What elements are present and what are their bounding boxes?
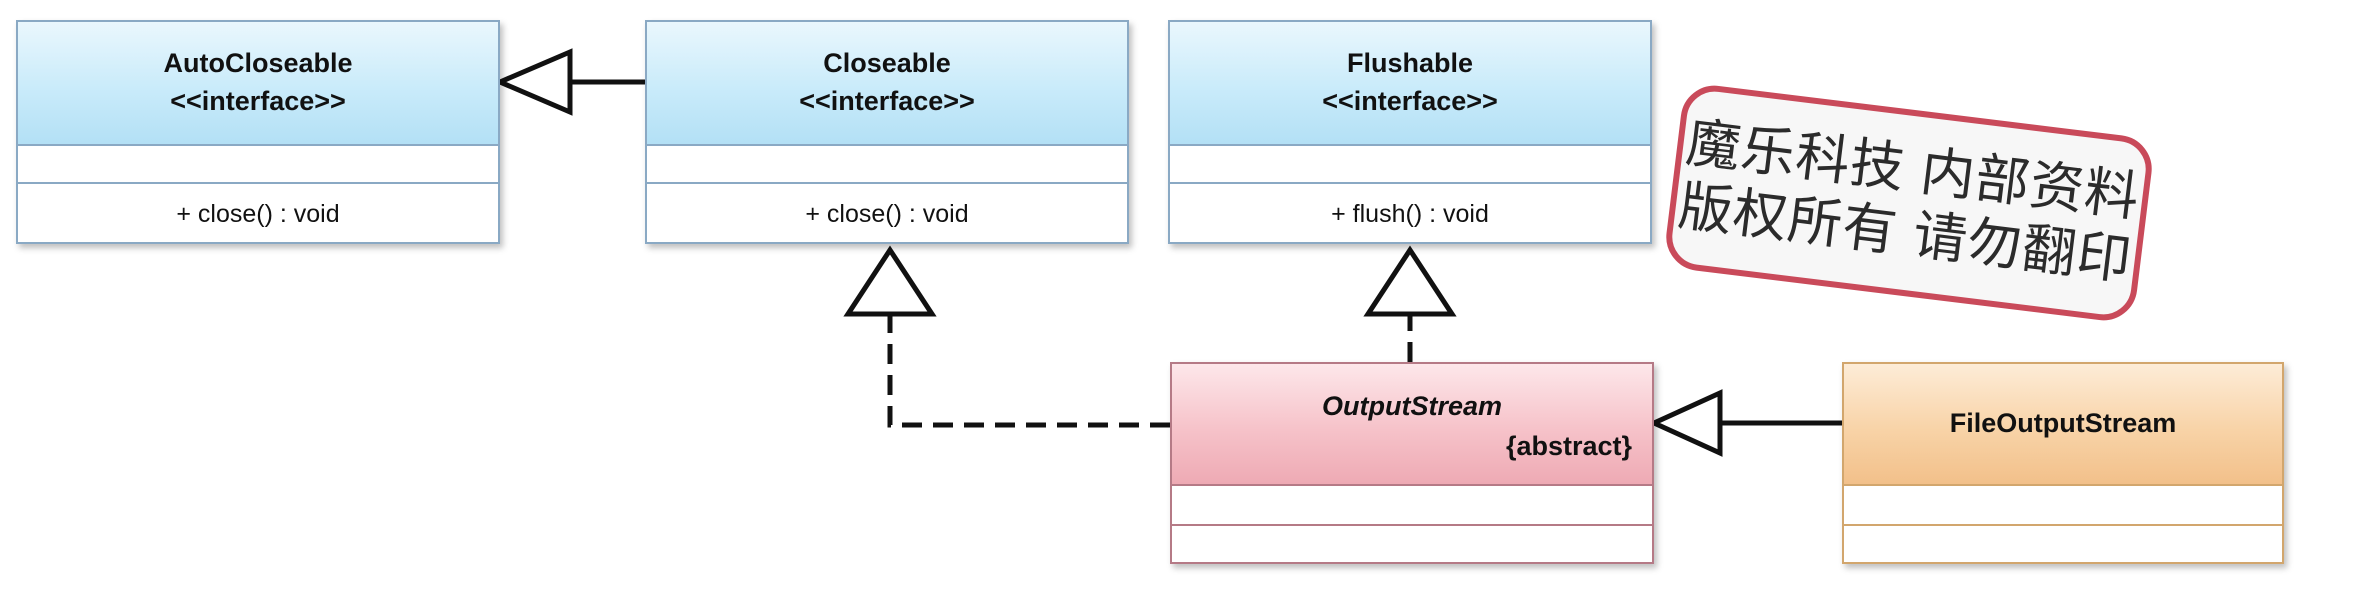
class-name: Flushable bbox=[1346, 48, 1474, 79]
class-stereotype: <<interface>> bbox=[799, 86, 975, 116]
class-header: AutoCloseable <<interface>> bbox=[18, 22, 498, 146]
class-name: OutputStream bbox=[1321, 391, 1502, 421]
class-outputstream[interactable]: OutputStream {abstract} bbox=[1170, 362, 1654, 564]
operations-section: + close() : void bbox=[647, 184, 1127, 244]
operations-section bbox=[1844, 526, 2282, 562]
attributes-section bbox=[18, 146, 498, 184]
class-name: FileOutputStream bbox=[1949, 408, 2177, 439]
class-closeable[interactable]: Closeable <<interface>> + close() : void bbox=[645, 20, 1129, 244]
operation-flush: + flush() : void bbox=[1331, 199, 1489, 228]
class-header: Flushable <<interface>> bbox=[1170, 22, 1650, 146]
attributes-section bbox=[647, 146, 1127, 184]
generalization-arrowhead-autocloseable bbox=[493, 48, 573, 116]
generalization-arrowhead-outputstream bbox=[1647, 389, 1723, 457]
attributes-section bbox=[1844, 486, 2282, 526]
class-header: Closeable <<interface>> bbox=[647, 22, 1127, 146]
class-modifier: {abstract} bbox=[1505, 431, 1632, 461]
operation-close: + close() : void bbox=[805, 199, 969, 228]
class-stereotype: <<interface>> bbox=[170, 86, 346, 116]
class-autocloseable[interactable]: AutoCloseable <<interface>> + close() : … bbox=[16, 20, 500, 244]
class-name: AutoCloseable bbox=[163, 48, 353, 79]
class-stereotype: <<interface>> bbox=[1322, 86, 1498, 116]
attributes-section bbox=[1172, 486, 1652, 526]
realization-arrowhead-closeable bbox=[843, 245, 937, 317]
operations-section bbox=[1172, 526, 1652, 562]
class-header: FileOutputStream bbox=[1844, 364, 2282, 486]
class-name: Closeable bbox=[823, 48, 951, 79]
operations-section: + close() : void bbox=[18, 184, 498, 244]
realization-arrowhead-flushable bbox=[1363, 245, 1457, 317]
class-header: OutputStream {abstract} bbox=[1172, 364, 1652, 486]
class-fileoutputstream[interactable]: FileOutputStream bbox=[1842, 362, 2284, 564]
operations-section: + flush() : void bbox=[1170, 184, 1650, 244]
attributes-section bbox=[1170, 146, 1650, 184]
operation-close: + close() : void bbox=[176, 199, 340, 228]
realization-line-outputstream-closeable bbox=[887, 314, 1170, 428]
class-flushable[interactable]: Flushable <<interface>> + flush() : void bbox=[1168, 20, 1652, 244]
